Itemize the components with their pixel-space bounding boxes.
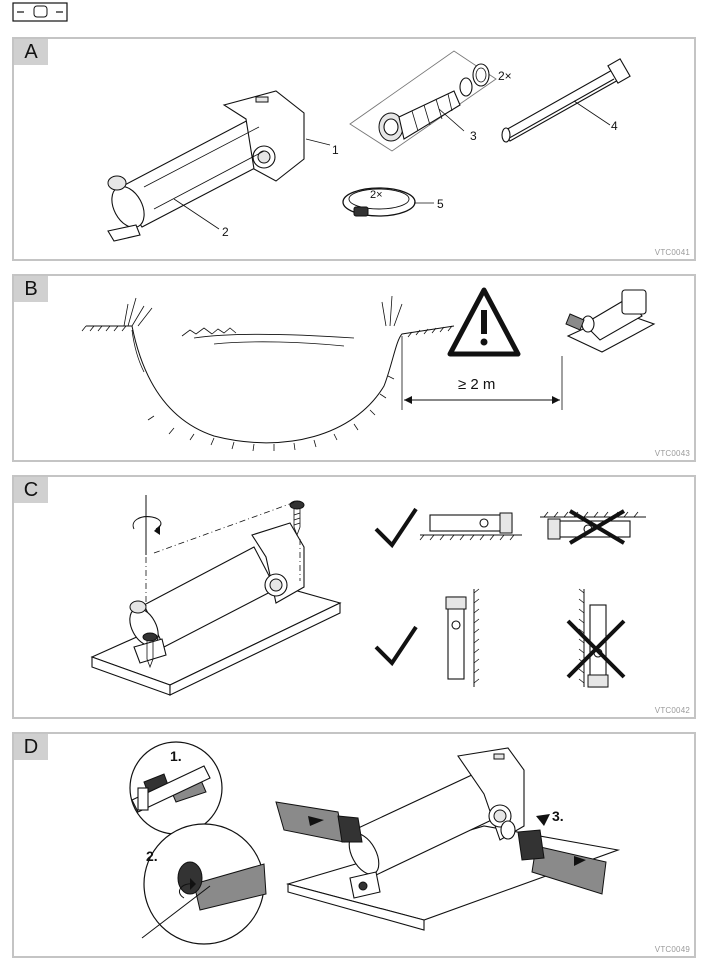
step-label-1: 1. — [170, 748, 182, 764]
mounting-illustration — [90, 495, 646, 696]
step-label-2: 2. — [146, 848, 158, 864]
pond-illustration — [81, 295, 455, 452]
panel-a: A — [12, 37, 696, 261]
outlet-hose-illustration — [500, 814, 607, 895]
screwdriver-icon — [132, 495, 162, 555]
uv-lamp-illustration — [501, 58, 631, 143]
detail-circle-step-2 — [141, 823, 267, 945]
quantity-label-adapters: 2× — [498, 69, 512, 83]
checkmark-icon — [374, 625, 418, 667]
panel-label: C — [14, 477, 48, 503]
panel-d: D — [12, 732, 696, 958]
figure-code: VTC0043 — [654, 449, 690, 458]
checkmark-icon — [374, 507, 418, 549]
hose-adapter-set-illustration — [349, 50, 497, 152]
panel-c: C — [12, 475, 696, 719]
distance-arrow — [401, 336, 563, 410]
distance-label: ≥ 2 m — [458, 376, 496, 393]
panel-b: B — [12, 274, 696, 462]
horizontal-mount-correct-illustration — [419, 512, 522, 541]
vertical-mount-correct-illustration — [445, 588, 480, 687]
panel-label: A — [14, 39, 48, 65]
pond-distance-illustration — [81, 287, 656, 452]
inlet-hose-illustration — [275, 801, 363, 843]
part-number-3: 3 — [470, 129, 477, 143]
part-number-4: 4 — [611, 119, 618, 133]
figure-code: VTC0041 — [654, 248, 690, 257]
vertical-mount-wrong-illustration — [566, 588, 626, 688]
warning-icon — [447, 287, 521, 357]
figure-code: VTC0042 — [654, 706, 690, 715]
device-symbol-icon — [12, 2, 68, 22]
uvc-device-illustration — [107, 90, 305, 242]
step-label-3: 3. — [552, 808, 564, 824]
hose-connection-illustration — [129, 741, 621, 945]
uvc-device-on-base-illustration — [565, 289, 656, 353]
parts-illustration — [107, 50, 631, 242]
figure-code: VTC0049 — [654, 945, 690, 954]
part-number-1: 1 — [332, 143, 339, 157]
device-on-board-illustration — [90, 522, 342, 696]
horizontal-mount-wrong-illustration — [540, 509, 646, 545]
quantity-label-clamps: 2× — [370, 189, 383, 201]
panel-label: D — [14, 734, 48, 760]
part-number-5: 5 — [437, 197, 444, 211]
hose-clamp-illustration — [342, 187, 416, 217]
part-number-2: 2 — [222, 225, 229, 239]
screw-icon — [142, 632, 158, 669]
panel-label: B — [14, 276, 48, 302]
